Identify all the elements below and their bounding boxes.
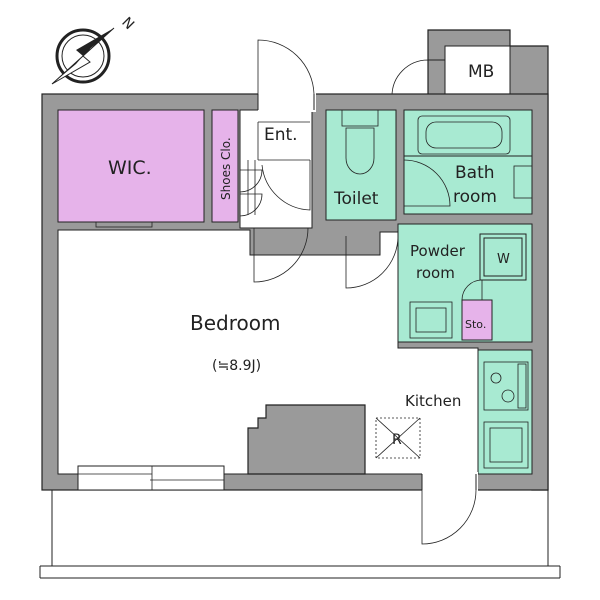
powder-label-1: Powder bbox=[410, 242, 466, 260]
bath-label-1: Bath bbox=[455, 163, 495, 183]
bath-area-top bbox=[403, 109, 533, 157]
meter-box-door bbox=[391, 59, 429, 97]
bedroom-window bbox=[77, 465, 225, 491]
toilet-label: Toilet bbox=[333, 189, 379, 209]
closet-door-swing bbox=[239, 169, 263, 193]
bedroom-area-label: (≒8.9J) bbox=[212, 358, 261, 374]
entrance-door[interactable] bbox=[257, 39, 315, 95]
washer-space bbox=[479, 233, 527, 281]
storage-door[interactable] bbox=[461, 279, 483, 301]
storage-label: Sto. bbox=[465, 318, 486, 331]
balcony-door[interactable] bbox=[421, 489, 477, 545]
wic-sliding-door bbox=[95, 221, 153, 228]
powder-label-2: room bbox=[416, 264, 455, 282]
compass-north-label: N bbox=[118, 14, 137, 33]
wic-label: WIC. bbox=[108, 157, 152, 179]
entrance-doorway bbox=[258, 90, 316, 112]
bathtub-icon bbox=[425, 121, 503, 149]
bathroom-door[interactable] bbox=[403, 159, 451, 207]
bathroom bbox=[403, 155, 533, 215]
fridge-space bbox=[375, 417, 421, 459]
meter-box-label: MB bbox=[468, 62, 494, 82]
toilet-bowl-icon bbox=[345, 127, 375, 175]
compass-icon: N bbox=[51, 14, 137, 85]
stove-icon bbox=[483, 361, 529, 411]
storage bbox=[461, 299, 493, 341]
toilet-tank-icon bbox=[341, 109, 379, 127]
kitchen-sink-icon bbox=[483, 421, 529, 469]
closet-door-swing-2 bbox=[239, 193, 263, 217]
balcony-doorway bbox=[422, 472, 478, 492]
wic-room bbox=[57, 109, 205, 223]
entrance-label: Ent. bbox=[264, 125, 298, 145]
column bbox=[247, 404, 366, 475]
washer-icon bbox=[483, 237, 523, 277]
kitchen-counter bbox=[477, 349, 533, 475]
vanity-sink-icon bbox=[409, 301, 453, 339]
powder-room-door[interactable] bbox=[345, 235, 399, 289]
meter-box bbox=[444, 45, 511, 97]
bathtub-outer bbox=[417, 115, 511, 155]
fridge-label: R bbox=[392, 432, 402, 448]
kitchen-label: Kitchen bbox=[405, 392, 461, 410]
bedroom-label: Bedroom bbox=[190, 311, 280, 335]
shoes-closet bbox=[211, 109, 239, 223]
balcony bbox=[39, 490, 561, 579]
shoes-closet-label: Shoes Clo. bbox=[219, 137, 233, 200]
bedroom-door[interactable] bbox=[253, 227, 309, 283]
bath-sink-icon bbox=[513, 165, 533, 199]
washer-label: W bbox=[497, 252, 510, 267]
bath-label-2: room bbox=[453, 187, 497, 207]
entrance-inner-door[interactable] bbox=[261, 160, 311, 211]
